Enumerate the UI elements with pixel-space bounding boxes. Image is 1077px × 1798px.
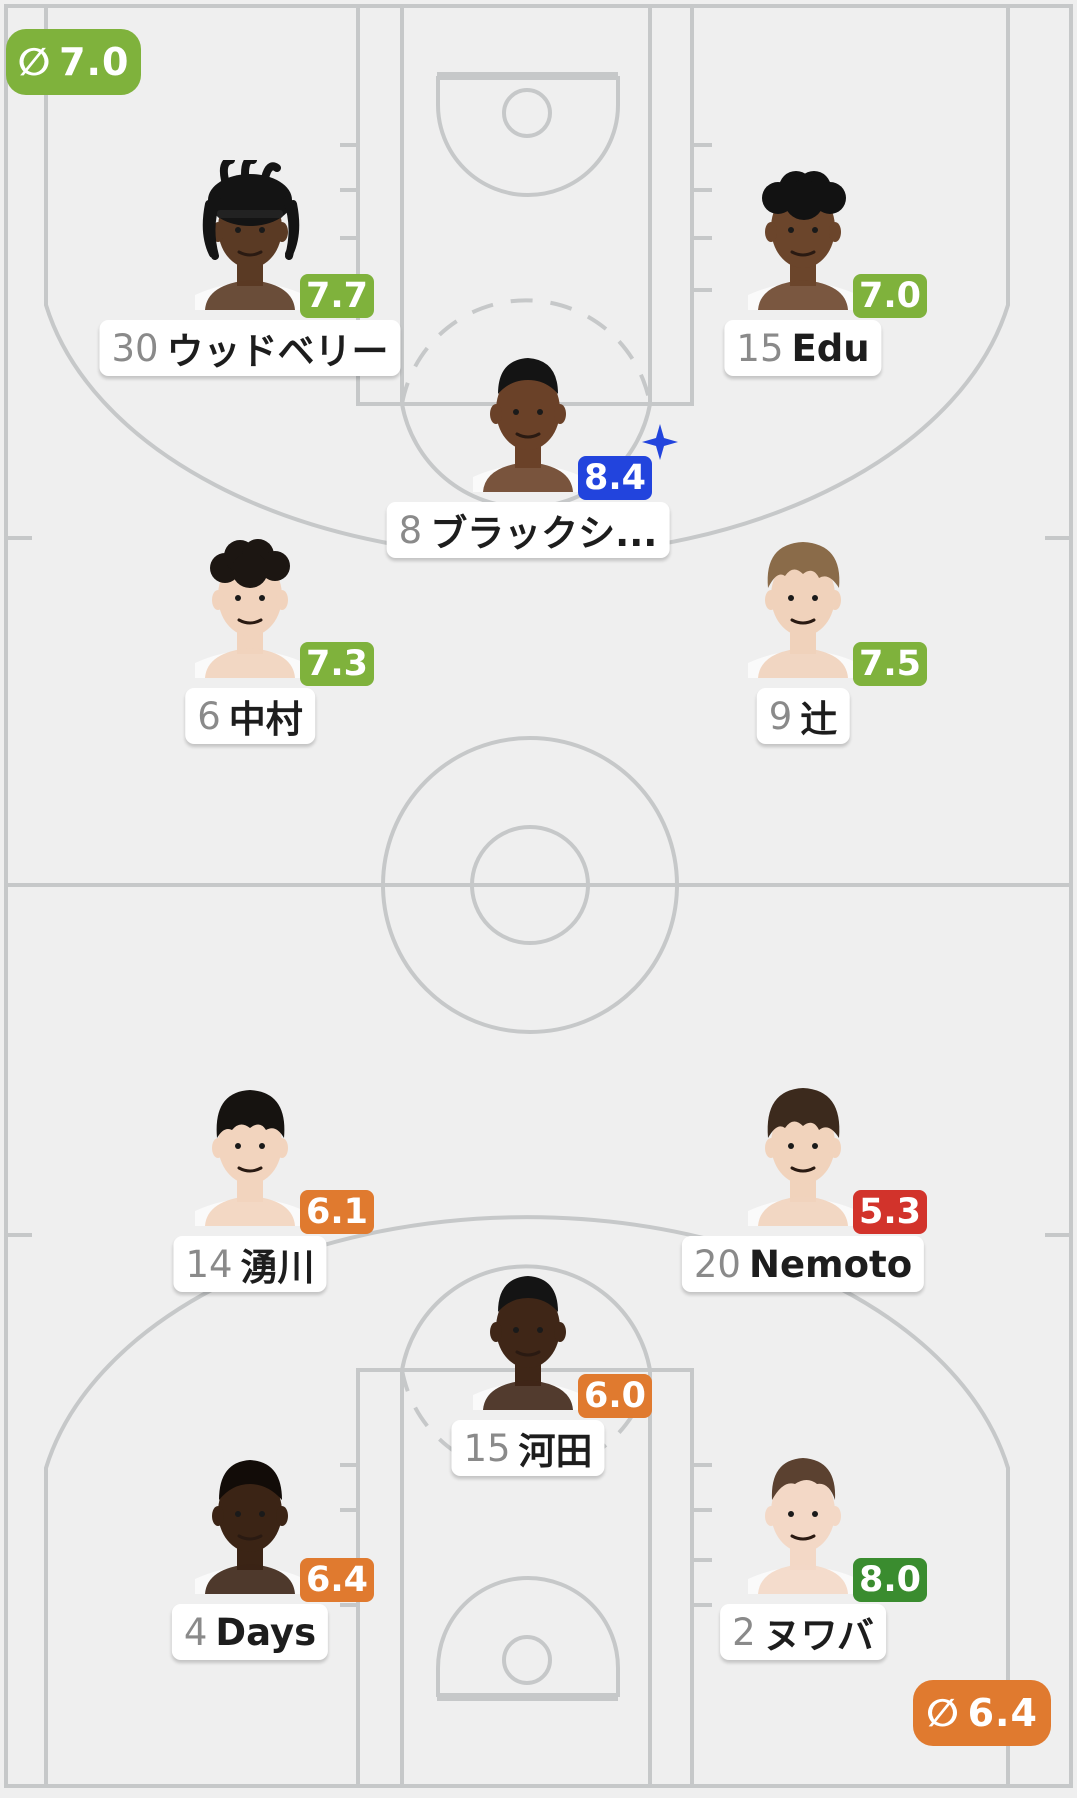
top-player-star-icon (640, 422, 680, 462)
player-photo-icon (195, 1090, 305, 1226)
average-icon: ∅ (926, 1691, 960, 1735)
player-avatar (195, 160, 305, 310)
player-photo-icon (473, 1276, 583, 1410)
player-photo-icon (195, 539, 305, 678)
player-number: 20 (693, 1242, 741, 1286)
player-rating-badge: 5.3 (853, 1190, 928, 1234)
player-avatar (473, 1260, 583, 1410)
player-name: ウッドベリー (166, 330, 389, 373)
player-avatar (748, 1444, 858, 1594)
player-photo-icon (748, 1458, 858, 1594)
player-name: ブラックシ... (430, 512, 658, 555)
player-photo-icon (195, 1460, 305, 1594)
player-rating-badge: 8.0 (853, 1558, 928, 1602)
player-name: Days (215, 1610, 317, 1654)
player-photo-icon (748, 1088, 858, 1226)
team-average-value: 7.0 (59, 40, 130, 84)
player-photo-icon (195, 160, 305, 310)
player-rating-badge: 8.4 (578, 456, 653, 500)
team-average-top: ∅ 7.0 (6, 29, 141, 95)
player-avatar (195, 1076, 305, 1226)
player-name: 河田 (518, 1430, 593, 1473)
player-name: 中村 (228, 698, 303, 741)
player-number: 14 (185, 1242, 233, 1286)
player-number: 15 (736, 326, 784, 370)
player-number: 15 (463, 1426, 511, 1470)
player-photo-icon (473, 358, 583, 492)
player-photo-icon (748, 171, 858, 310)
player-number: 9 (768, 694, 793, 738)
player-avatar (748, 528, 858, 678)
player-avatar (748, 160, 858, 310)
player-rating-badge: 7.3 (300, 642, 375, 686)
player-number: 30 (111, 326, 159, 370)
player-rating-badge: 6.4 (300, 1558, 375, 1602)
player-name: 辻 (800, 698, 838, 741)
player-name: Edu (791, 326, 870, 370)
player-number: 6 (197, 694, 221, 738)
player-rating-badge: 7.5 (853, 642, 928, 686)
player-rating-badge: 6.0 (578, 1374, 653, 1418)
player-number: 2 (732, 1610, 756, 1654)
player-number: 8 (398, 508, 423, 552)
average-icon: ∅ (17, 40, 52, 84)
player-avatar (473, 342, 583, 492)
player-photo-icon (748, 542, 858, 678)
player-name: ヌワバ (763, 1614, 874, 1657)
player-rating-badge: 6.1 (300, 1190, 375, 1234)
player-rating-badge: 7.0 (853, 274, 928, 318)
player-rating-badge: 7.7 (300, 274, 375, 318)
player-avatar (195, 1444, 305, 1594)
player-avatar (748, 1076, 858, 1226)
team-average-value: 6.4 (967, 1691, 1038, 1735)
player-name: 湧川 (240, 1246, 315, 1289)
player-avatar (195, 528, 305, 678)
team-average-bottom: ∅ 6.4 (913, 1680, 1051, 1746)
player-number: 4 (183, 1610, 208, 1654)
player-name: Nemoto (748, 1242, 913, 1286)
